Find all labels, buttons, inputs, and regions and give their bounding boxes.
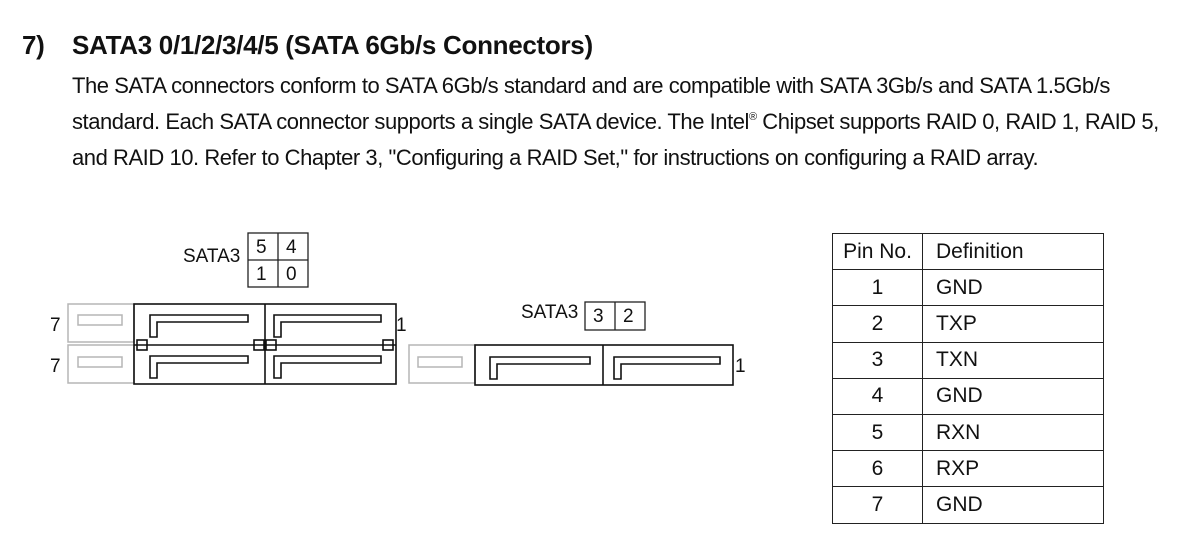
port-number-0: 0 [286,264,297,285]
table-row: 7 GND [832,486,1104,524]
pin-no-header: Pin No. [832,232,923,271]
pin-definition-table: Pin No. Definition 1 GND 2 TXP 3 TXN 4 G… [832,232,1104,524]
definition-header: Definition [922,232,1104,271]
left-port-number-grid [247,232,309,288]
right-port-number-grid [584,301,646,331]
pin-1-label-left-group: 1 [396,315,407,336]
pin-definition-cell: GND [922,269,1104,307]
port-number-3: 3 [593,306,604,327]
registered-mark: ® [748,111,757,123]
pin-number-cell: 4 [832,377,923,415]
pin-1-label-right-group: 1 [735,356,746,377]
pin-number-cell: 1 [832,269,923,307]
description-part-2: Chipset supports RAID 0, RAID 1, RAID 5,… [72,109,1159,170]
port-number-5: 5 [256,237,267,258]
pin-number-cell: 6 [832,450,923,488]
table-row: 6 RXP [832,450,1104,488]
pin-definition-cell: TXP [922,305,1104,343]
right-gray-connector-stub [408,344,476,384]
description-part-1: The SATA connectors conform to SATA 6Gb/… [72,73,1110,134]
pin-definition-cell: GND [922,486,1104,524]
pin-number-cell: 3 [832,341,923,379]
left-gray-connector-stubs [67,303,135,384]
table-row: 2 TXP [832,305,1104,343]
table-row: 1 GND [832,269,1104,307]
right-group-label: SATA3 [521,302,578,323]
section-title: SATA3 0/1/2/3/4/5 (SATA 6Gb/s Connectors… [72,30,593,60]
table-row: 4 GND [832,377,1104,415]
table-row: 3 TXN [832,341,1104,379]
left-sata-connector-block [133,303,397,385]
pin-number-cell: 5 [832,413,923,452]
pin-definition-cell: RXN [922,413,1104,452]
right-sata-connector-block [474,344,734,386]
sata-connector-diagram: SATA3 5 4 1 0 7 7 1 SATA3 3 2 [50,232,746,386]
pin-definition-cell: RXP [922,450,1104,488]
pin-definition-cell: TXN [922,341,1104,379]
pin-definition-cell: GND [922,377,1104,415]
port-number-4: 4 [286,237,297,258]
pin-7-label-lower: 7 [50,356,61,377]
section-heading: 7) SATA3 0/1/2/3/4/5 (SATA 6Gb/s Connecto… [22,30,593,61]
pin-number-cell: 2 [832,305,923,343]
pin-7-label-upper: 7 [50,315,61,336]
pin-number-cell: 7 [832,486,923,524]
section-number: 7) [22,30,45,60]
table-row: 5 RXN [832,413,1104,452]
left-group-label: SATA3 [183,246,240,267]
port-number-2: 2 [623,306,634,327]
table-header-row: Pin No. Definition [832,232,1104,271]
section-description: The SATA connectors conform to SATA 6Gb/… [72,68,1182,176]
port-number-1: 1 [256,264,267,285]
